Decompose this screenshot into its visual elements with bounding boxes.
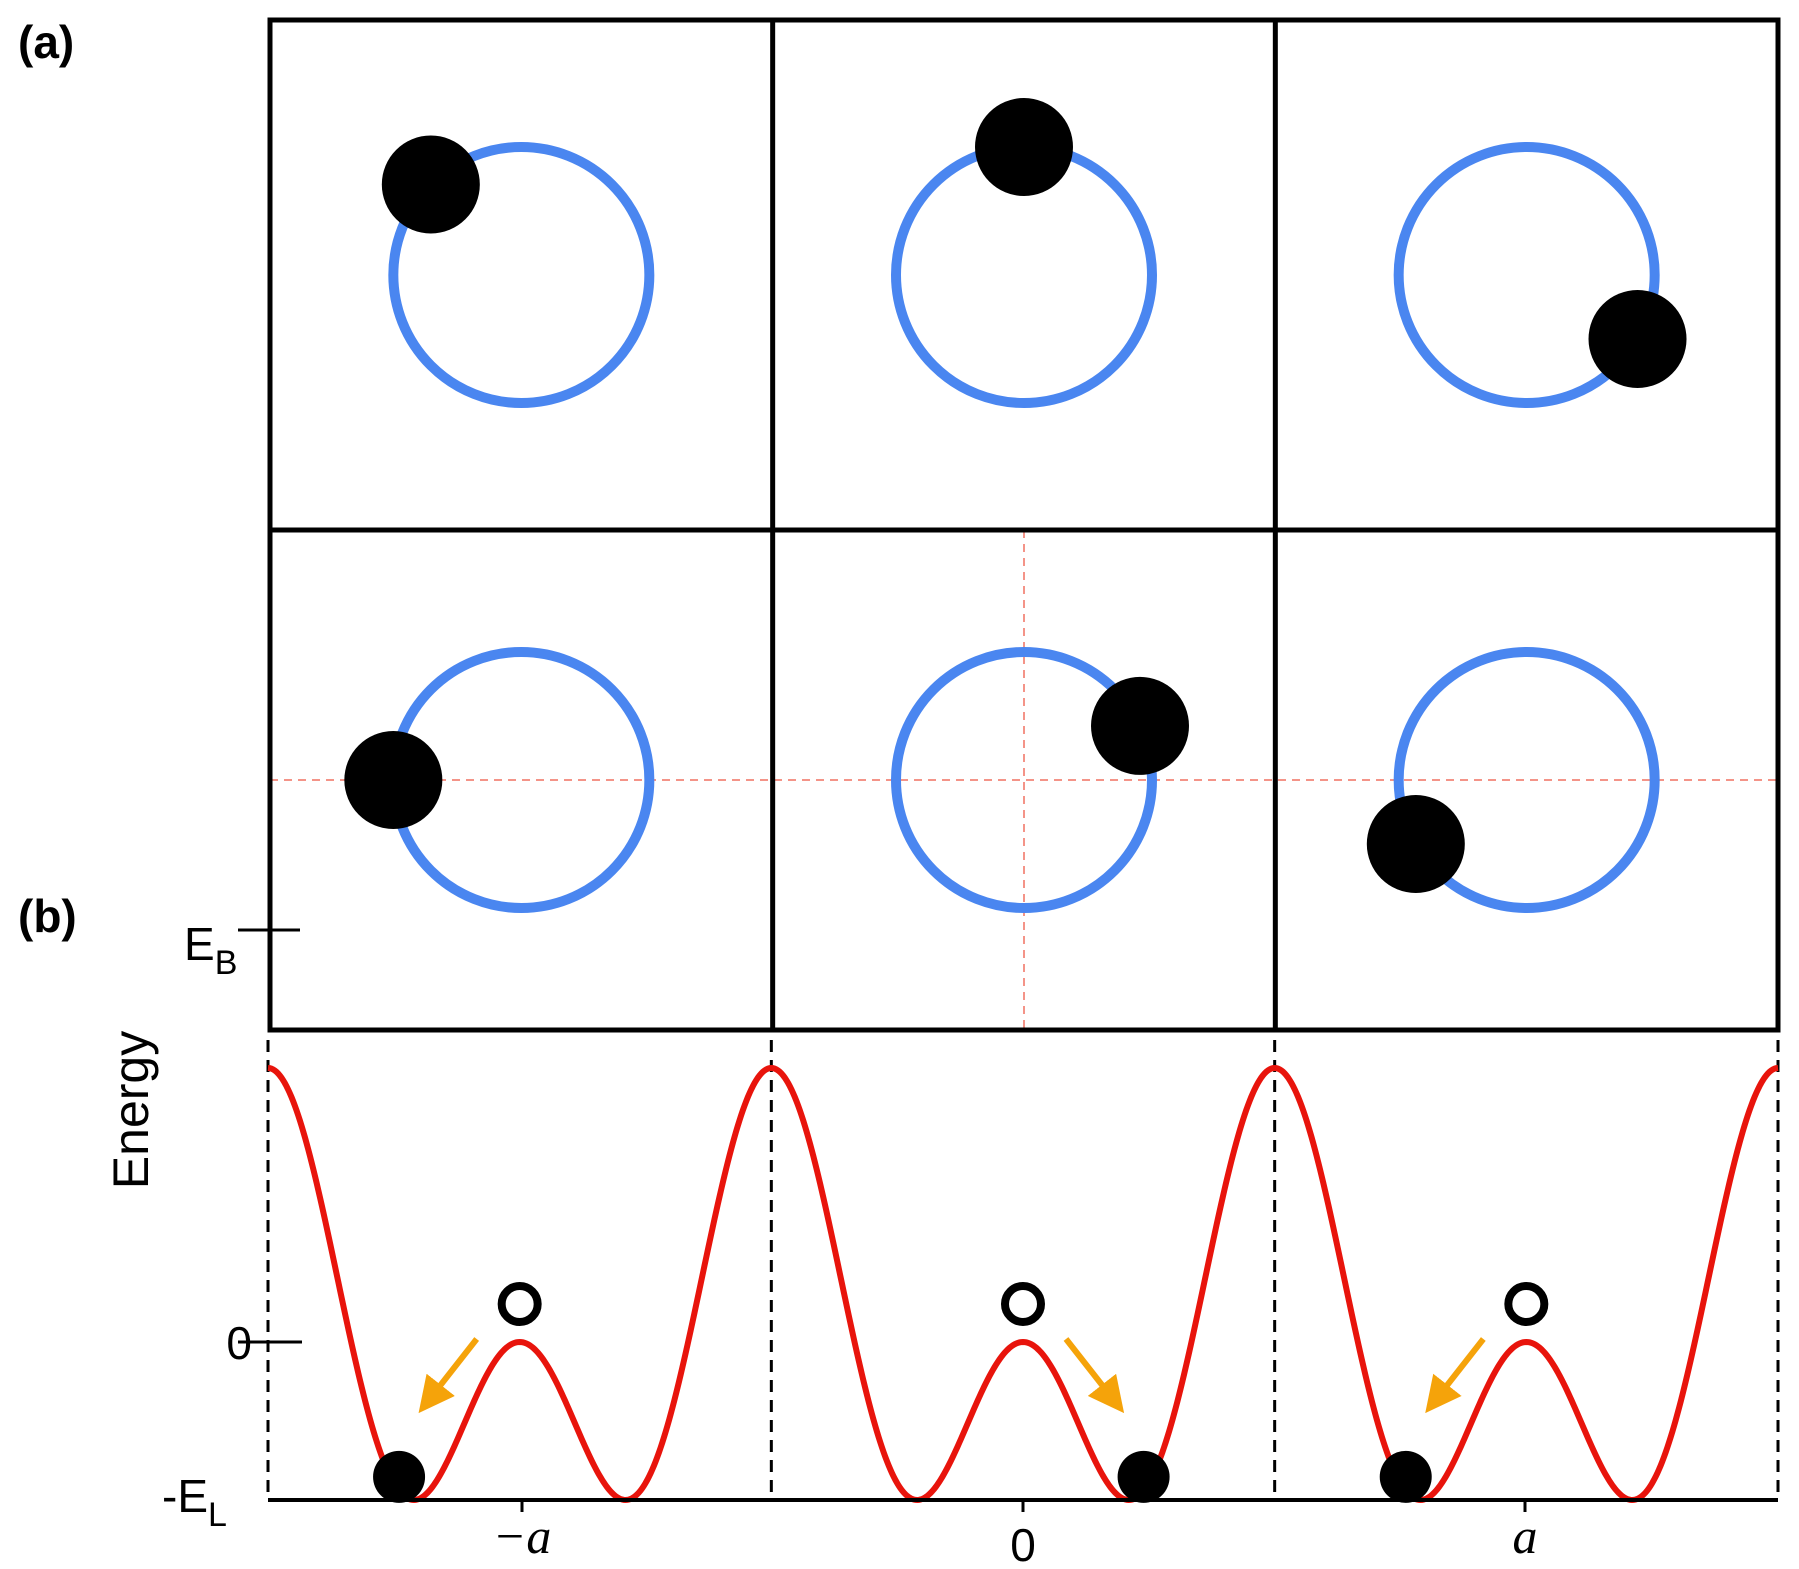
x-tick-label-a: a bbox=[1513, 1508, 1538, 1564]
well-particle-1 bbox=[373, 1450, 426, 1503]
x-tick-label-zero: 0 bbox=[1010, 1519, 1036, 1569]
particle-6 bbox=[1366, 795, 1465, 893]
open-marker-3 bbox=[1504, 1282, 1549, 1326]
orbit-ring-3 bbox=[1393, 142, 1660, 408]
relaxation-arrow-2 bbox=[1063, 1337, 1125, 1414]
panel-b-markers bbox=[373, 1282, 1549, 1503]
y-tick-label-zero: 0 bbox=[226, 1317, 252, 1369]
orbit-ring-5 bbox=[891, 647, 1157, 913]
relaxation-arrow-3 bbox=[1425, 1337, 1486, 1414]
particle-2 bbox=[975, 98, 1073, 196]
panel-b-label: (b) bbox=[18, 890, 77, 942]
x-axis-ticks: −a 0 a bbox=[493, 1500, 1538, 1569]
y-axis-ticks: EB 0 -EL bbox=[162, 918, 302, 1534]
particle-5 bbox=[1091, 676, 1190, 775]
panel-a-grid bbox=[267, 17, 1781, 1033]
y-tick-label-eb: EB bbox=[184, 918, 237, 982]
particle-1 bbox=[381, 135, 480, 234]
panel-a-particles bbox=[344, 98, 1687, 893]
particle-3 bbox=[1588, 290, 1687, 388]
well-particle-3 bbox=[1379, 1450, 1432, 1503]
grid-outline bbox=[267, 17, 1781, 1033]
x-tick-label-neg-a: −a bbox=[493, 1508, 552, 1564]
energy-axis-label: Energy bbox=[103, 1031, 159, 1189]
relaxation-arrow-1 bbox=[418, 1337, 480, 1414]
open-marker-2 bbox=[1001, 1282, 1045, 1326]
orbit-ring-6 bbox=[1393, 647, 1660, 913]
y-tick-label-el: -EL bbox=[162, 1470, 227, 1534]
panel-a-label: (a) bbox=[18, 16, 74, 68]
cell-boundary-lines bbox=[266, 1040, 1780, 1500]
open-marker-1 bbox=[497, 1282, 542, 1326]
well-particle-2 bbox=[1117, 1450, 1170, 1503]
particle-4 bbox=[344, 731, 443, 829]
panel-a-guide-lines bbox=[270, 530, 1778, 1030]
energy-curve bbox=[267, 1064, 1779, 1504]
orbit-ring-1 bbox=[388, 142, 655, 408]
